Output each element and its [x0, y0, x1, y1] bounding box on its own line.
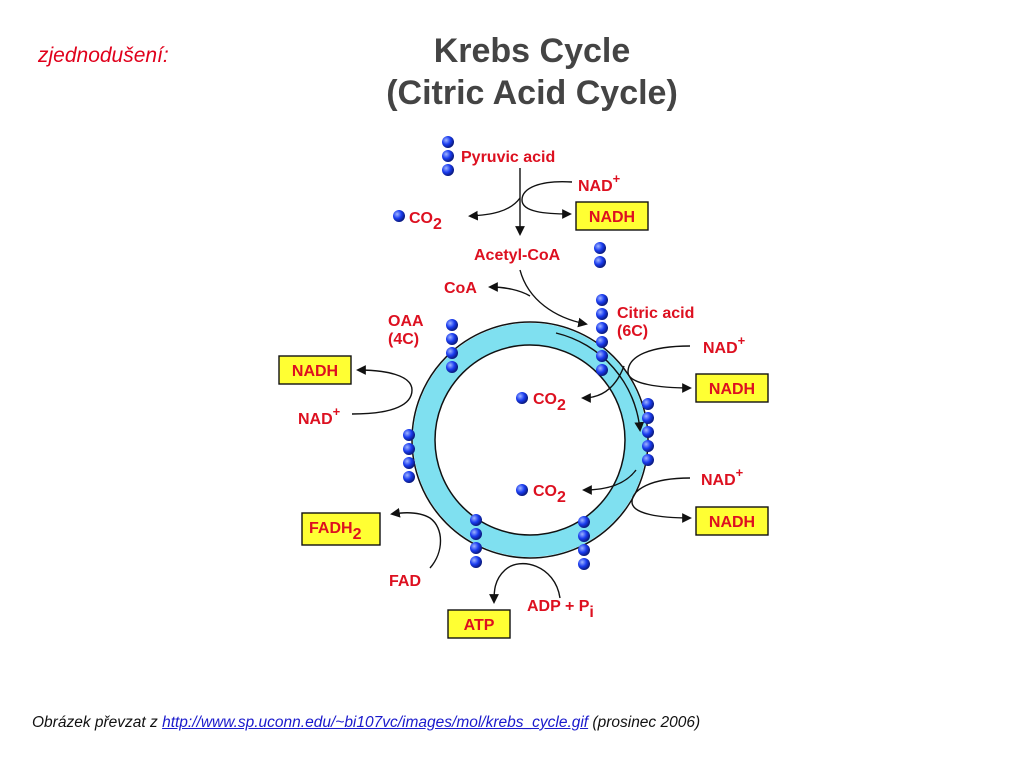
box-atp: ATP [447, 609, 511, 639]
molecule-co2-top [393, 210, 405, 222]
box-nadh-top-label: NADH [589, 209, 635, 226]
diagram-title-line2: (Citric Acid Cycle) [386, 74, 678, 112]
label-nad-top-plus: + [613, 171, 621, 186]
krebs-cycle-diagram: Krebs Cycle (Citric Acid Cycle) [278, 32, 769, 639]
label-oaa-1: OAA [388, 313, 424, 330]
caption-source-link[interactable]: http://www.sp.uconn.edu/~bi107vc/images/… [162, 714, 589, 731]
molecule-right-5c [642, 398, 654, 466]
svg-text:CO2: CO2 [409, 210, 442, 233]
svg-text:NAD+: NAD+ [578, 171, 621, 195]
label-nad-top: NAD [578, 178, 613, 195]
svg-text:NAD+: NAD+ [701, 465, 744, 489]
label-nad-right2: NAD [701, 472, 736, 489]
label-nad-right1-plus: + [738, 333, 746, 348]
molecule-left-4c [403, 429, 415, 483]
svg-text:NAD+: NAD+ [703, 333, 746, 357]
label-co2-inner1-sub: 2 [557, 397, 566, 414]
molecule-acetyl [594, 242, 606, 268]
reaction-arrows [351, 168, 692, 604]
molecule-co2-inner1 [516, 392, 528, 404]
molecule-bottom-left [470, 514, 482, 568]
label-acetyl-coa: Acetyl-CoA [474, 247, 561, 264]
box-fadh2-sub: 2 [353, 526, 362, 543]
label-fad: FAD [389, 573, 421, 590]
diagram-title-line1: Krebs Cycle [434, 32, 631, 70]
caption-prefix: Obrázek převzat z [32, 714, 163, 731]
box-nadh-top: NADH [575, 201, 649, 231]
label-coa: CoA [444, 280, 477, 297]
label-pyruvic-acid: Pyruvic acid [461, 149, 555, 166]
label-nad-left: NAD [298, 411, 333, 428]
molecule-oaa [446, 319, 458, 373]
label-co2-inner2: CO [533, 483, 557, 500]
box-nadh-right1: NADH [695, 373, 769, 403]
label-nad-right2-plus: + [736, 465, 744, 480]
box-atp-label: ATP [464, 617, 495, 634]
box-fadh2-label: FADH [309, 520, 353, 537]
label-oaa-2: (4C) [388, 331, 419, 348]
svg-text:NAD+: NAD+ [298, 404, 341, 428]
label-co2-inner2-sub: 2 [557, 489, 566, 506]
box-fadh2: FADH2 [301, 512, 381, 546]
cycle-ring [411, 321, 649, 559]
svg-text:ADP + Pi: ADP + Pi [527, 598, 594, 621]
label-citric-acid-1: Citric acid [617, 305, 694, 322]
molecule-citric [596, 294, 608, 376]
molecule-co2-inner2 [516, 484, 528, 496]
caption-suffix: (prosinec 2006) [588, 714, 701, 731]
svg-text:FADH2: FADH2 [309, 520, 362, 543]
label-co2-inner1: CO [533, 391, 557, 408]
label-adp-pi: ADP + P [527, 598, 590, 615]
molecule-bottom-right [578, 516, 590, 570]
box-nadh-right2-label: NADH [709, 514, 755, 531]
note-label: zjednodušení: [38, 44, 169, 67]
label-co2-top: CO [409, 210, 433, 227]
box-nadh-left: NADH [278, 355, 352, 385]
box-nadh-right1-label: NADH [709, 381, 755, 398]
label-adp-pi-sub: i [589, 604, 593, 621]
box-nadh-right2: NADH [695, 506, 769, 536]
label-citric-acid-2: (6C) [617, 323, 648, 340]
label-nad-left-plus: + [333, 404, 341, 419]
labels: Pyruvic acid NAD+ CO2 Acetyl-CoA CoA Cit… [298, 149, 746, 621]
image-source-caption: Obrázek převzat z http://www.sp.uconn.ed… [32, 714, 700, 732]
svg-text:CO2: CO2 [533, 483, 566, 506]
label-co2-top-sub: 2 [433, 216, 442, 233]
product-boxes: NADH NADH NADH NADH FADH2 ATP [278, 201, 769, 639]
svg-text:CO2: CO2 [533, 391, 566, 414]
molecule-pyruvic [442, 136, 454, 176]
label-nad-right1: NAD [703, 340, 738, 357]
box-nadh-left-label: NADH [292, 363, 338, 380]
